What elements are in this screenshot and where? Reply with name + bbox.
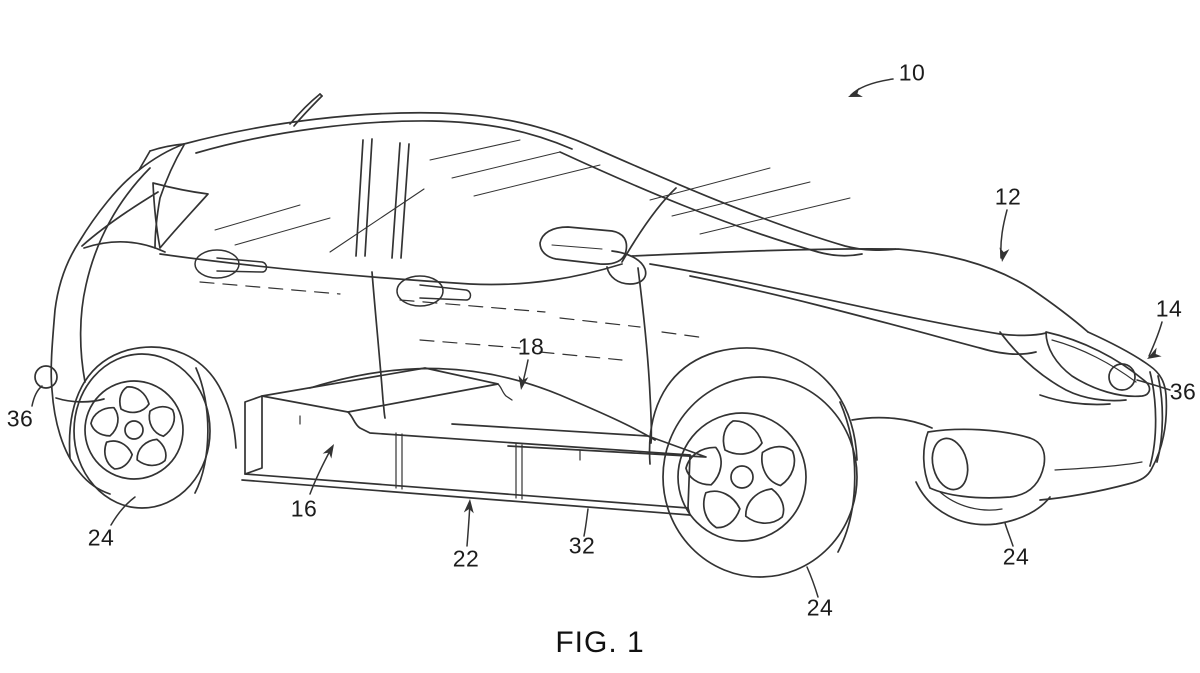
arrowhead-18 [518,375,529,390]
battery-supports [299,415,581,500]
glass-hatch-lines [214,139,851,246]
ref-numeral-10: 10 [898,59,926,86]
arrowhead-12 [999,247,1010,262]
ref-numeral-22: 22 [452,545,480,572]
antenna [289,93,323,127]
rear-wheel-arch [68,346,237,459]
rear-wheel [73,353,211,509]
front-fascia [851,331,1168,501]
headlight [1045,331,1151,398]
ref-numeral-18: 18 [517,333,545,360]
far-front-wheel [915,481,1051,526]
body-character-lines [199,281,707,361]
battery-pack [241,367,707,516]
door-handles [194,249,472,307]
rear-wheel-spokes [90,386,176,470]
fog-lamp [922,428,1046,499]
ref-numeral-12: 12 [994,183,1022,210]
rear-sensor-circle [34,365,58,389]
front-sensor-circle [1108,363,1136,391]
front-wheel [662,376,858,578]
ref-numeral-16: 16 [290,495,318,522]
figure-caption: FIG. 1 [555,626,645,659]
arrowhead-16 [322,444,334,459]
arrowhead-22 [463,499,474,514]
ref-numeral-24-front: 24 [806,594,834,621]
ref-numeral-36-front: 36 [1169,378,1197,405]
front-wheel-arch [648,347,858,465]
ref-numeral-24-rear: 24 [87,524,115,551]
ref-numeral-32: 32 [568,532,596,559]
front-wheel-spokes [685,420,796,529]
arrowhead-14 [1147,347,1162,359]
ref-numeral-14: 14 [1155,295,1183,322]
ref-numeral-36-rear: 36 [6,405,34,432]
car-body-outline [50,93,1089,495]
ref-numeral-24-far: 24 [1002,543,1030,570]
side-mirror [539,226,647,285]
arrowhead-10 [848,87,863,97]
leader-lines [31,78,1171,598]
